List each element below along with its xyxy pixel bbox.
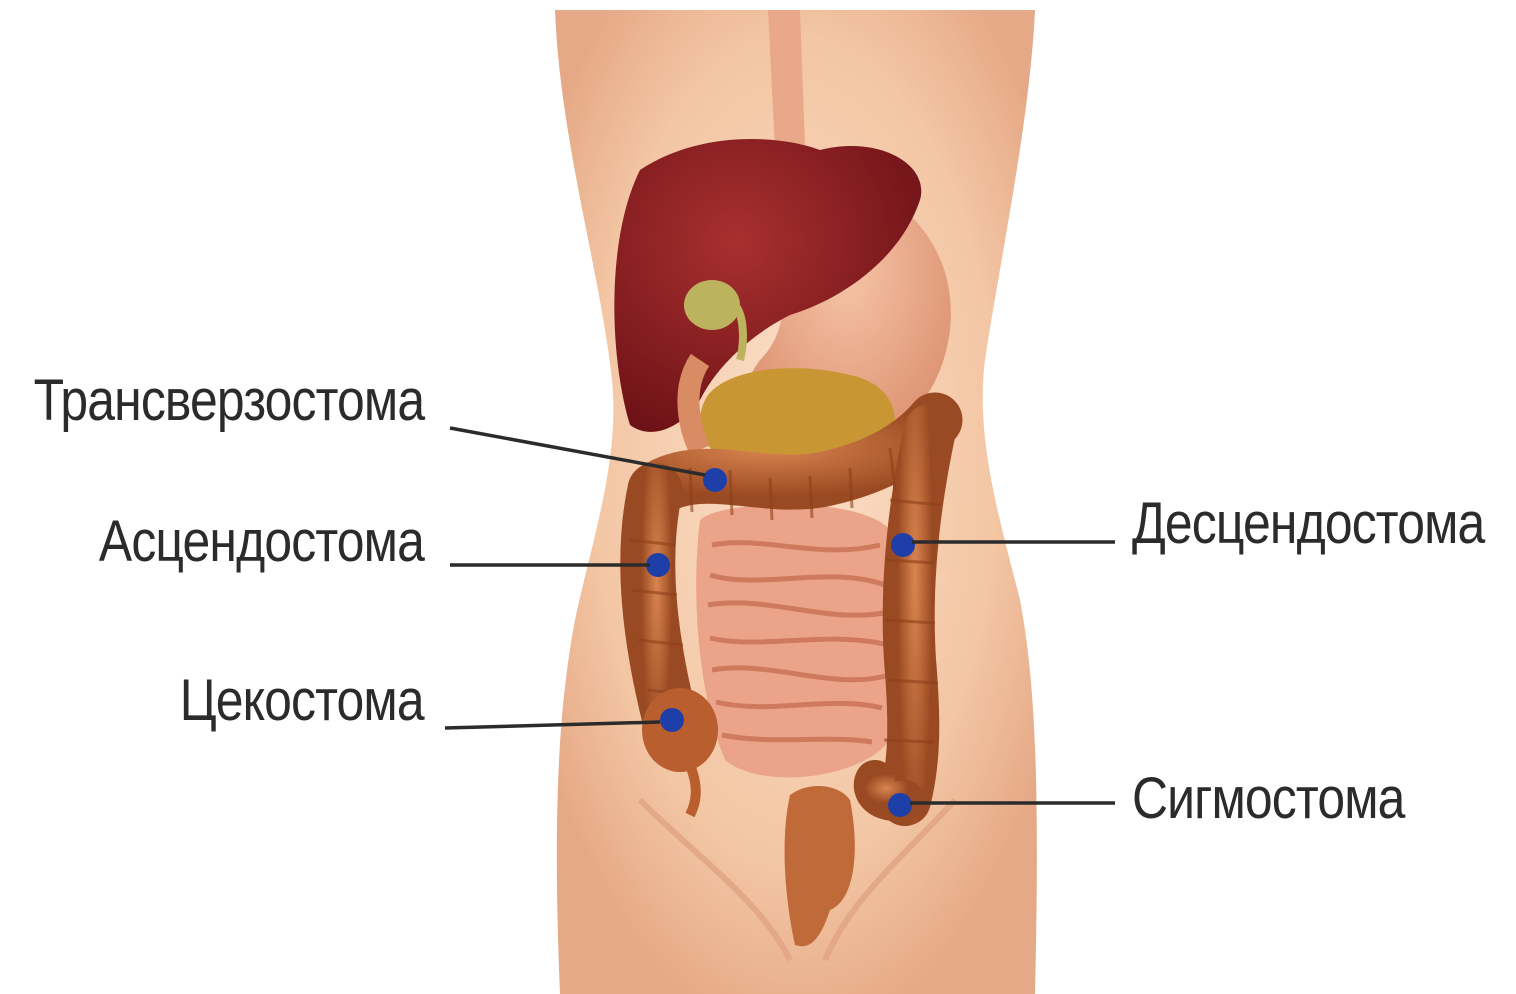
cecum-shape (642, 688, 718, 772)
label-cecostoma: Цекостома (180, 672, 424, 730)
stoma-marker-descending (891, 533, 915, 557)
label-transversostoma: Трансверзостома (33, 372, 424, 430)
label-sigmostoma: Сигмостома (1132, 770, 1405, 828)
duodenum-shape (688, 360, 700, 450)
stoma-marker-cecum (660, 708, 684, 732)
stoma-marker-sigmoid (888, 793, 912, 817)
label-descendostoma: Десцендостома (1132, 495, 1484, 553)
appendix-shape (690, 765, 696, 815)
label-ascendostoma: Асцендостома (99, 513, 424, 571)
stoma-marker-transverse (703, 468, 727, 492)
